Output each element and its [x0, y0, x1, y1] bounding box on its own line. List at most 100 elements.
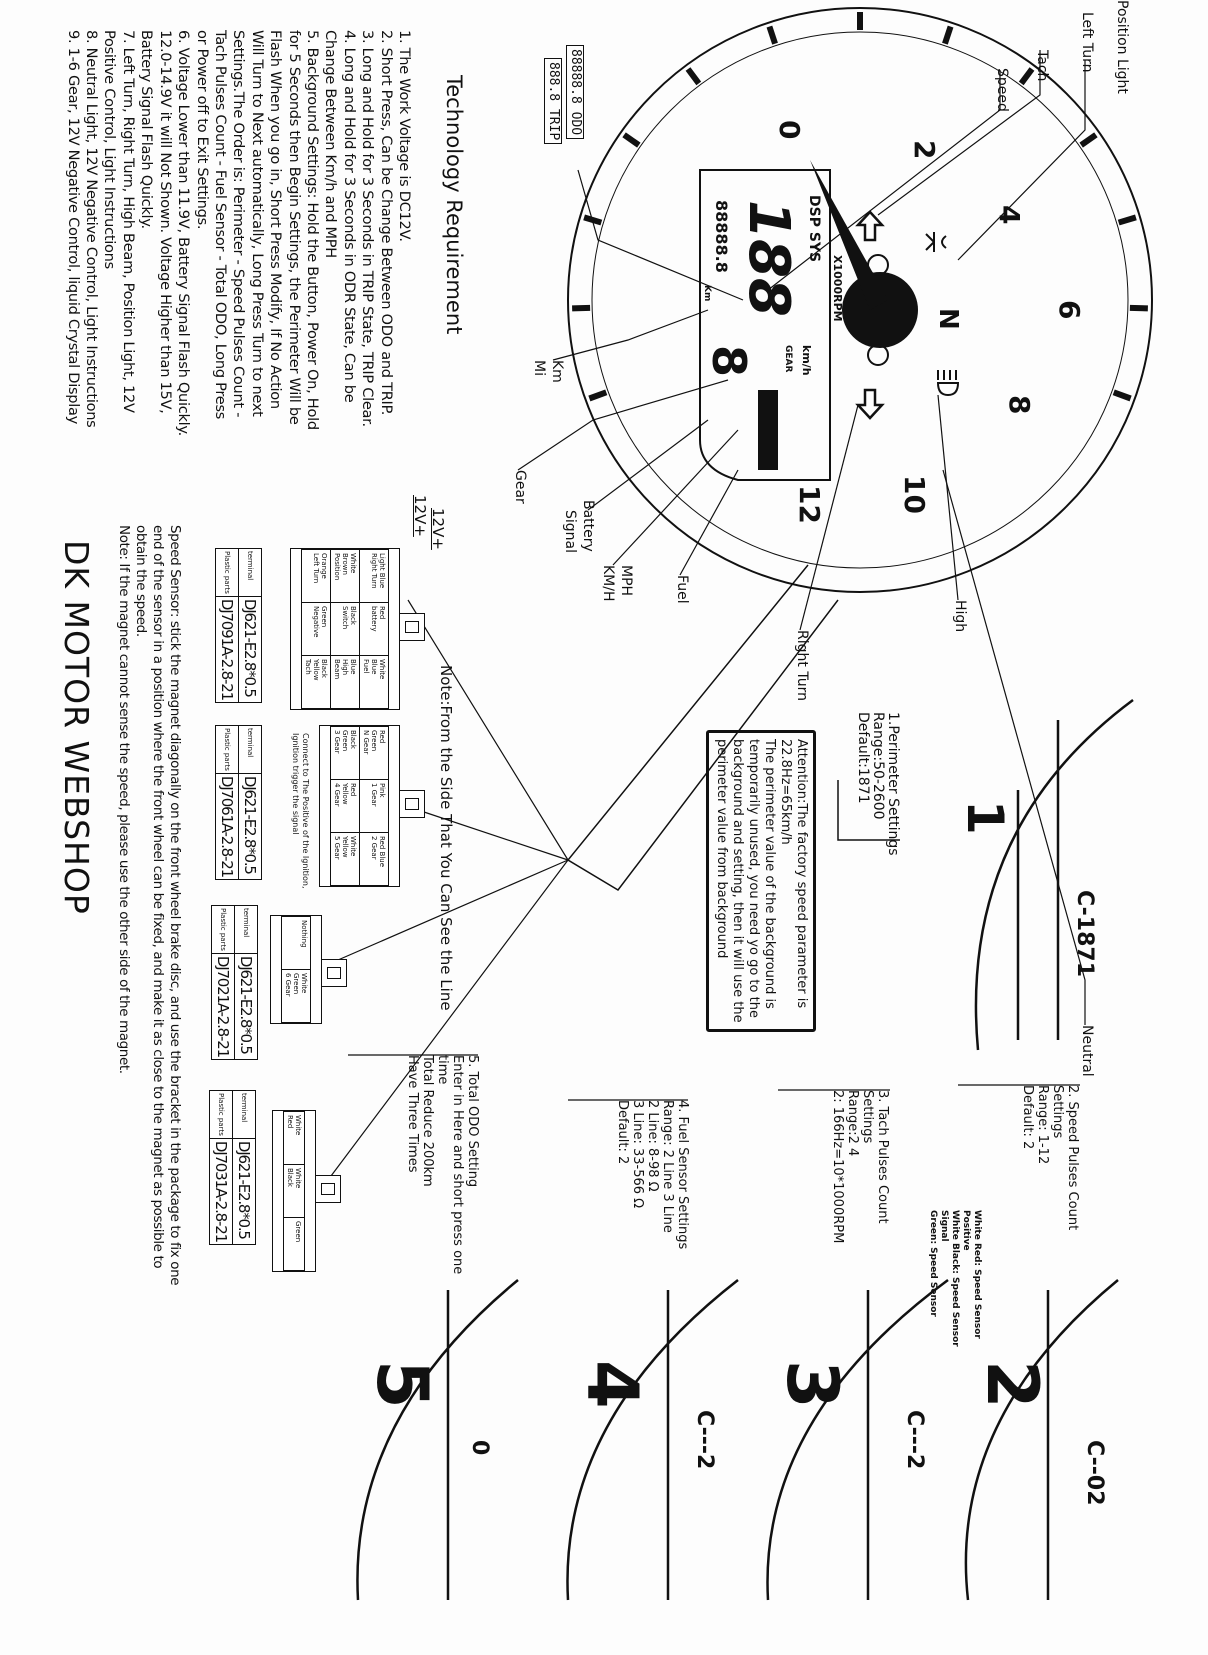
wire-label: N Gear [362, 730, 370, 755]
perimeter-display: C-1871 [1072, 890, 1097, 977]
tech-line: Change Between Km/h and MPH [322, 30, 340, 258]
ignition-note-line: Ignition trigger the signal [291, 733, 300, 835]
gauge-tick [685, 67, 702, 86]
wire-cell: Nothing [281, 916, 311, 970]
setting-line: 2 Line: 8-98 Ω [645, 1100, 660, 1192]
sensor-line: Speed Sensor: stick the magnet diagonall… [167, 525, 183, 1286]
gauge-tick [1079, 132, 1098, 148]
wire-label: Blue [349, 659, 357, 675]
ignition-note: Connect to The Positive of the Ignition,… [290, 733, 310, 908]
setting-line: Settings [1050, 1085, 1065, 1139]
fuel-digit: 4 [571, 1360, 653, 1409]
scale-10: 10 [898, 475, 931, 514]
scale-8: 8 [1003, 395, 1036, 414]
tach-pulses-digit: 3 [771, 1360, 853, 1409]
setting-line: 3. Tach Pulses Count [875, 1090, 890, 1224]
lcd-window [699, 169, 831, 481]
label-gear: Gear [512, 470, 528, 504]
spec-key: terminal [234, 905, 258, 954]
label-mph: MPH [618, 565, 634, 597]
spec-value: DJ7091A-2.8-21 [215, 596, 239, 703]
wire-label: 1 Gear [370, 783, 378, 807]
attention-box: Attention:The factory speed parameter is… [706, 730, 816, 1032]
left-turn-arrow-icon [855, 210, 885, 242]
wire-label: Switch [341, 606, 349, 630]
wire-label: Orange [320, 553, 328, 579]
lcd-gear: 8 [702, 345, 756, 377]
setting-line: 2: 166Hz=10*1000RPM [830, 1090, 845, 1244]
position-light-icon [925, 232, 947, 252]
wiring-note: Note:From the Side That You Can See the … [437, 665, 455, 1011]
gauge-tick [942, 25, 954, 45]
setting-line: Range: 2 Line 3 Line [660, 1100, 675, 1233]
spec-key: Plastic parts [211, 905, 235, 954]
tech-line: 3. Long and Hold for 3 Seconds in TRIP S… [359, 30, 377, 427]
setting-line: Settings [860, 1090, 875, 1144]
wire-label: 4 Gear [333, 783, 341, 807]
setting-line: Default: 2 [615, 1100, 630, 1165]
gauge-tick [1112, 389, 1132, 402]
wire-label: Beam [333, 659, 341, 680]
speed-pulses-fragment [964, 1279, 1119, 1601]
wire-label: Tach [304, 659, 312, 675]
spec-key: Plastic parts [215, 548, 239, 597]
wire-label: Red Blue [378, 836, 386, 868]
wire-label: White [294, 1168, 302, 1189]
setting-line: 3 Line: 33-566 Ω [630, 1100, 645, 1209]
gauge-tick [1129, 304, 1148, 312]
label-left-turn: Left Turn [1079, 12, 1095, 73]
wire-label: Position [333, 553, 341, 581]
speed-pulses-display: C--02 [1082, 1440, 1107, 1506]
wire-legend-line: Green: Speed Sensor [928, 1210, 938, 1317]
label-neutral: Neutral [1079, 1025, 1095, 1077]
tech-line: Tach Pulses Count - Fuel Sensor - Total … [211, 30, 229, 420]
lcd-gear-label: GEAR [783, 345, 793, 373]
attention-line: 22.8Hz=65km/h [778, 739, 793, 845]
wire-label: Red [378, 730, 386, 744]
label-battery: Battery [580, 500, 596, 552]
label-position-light: Position Light [1114, 0, 1130, 94]
label-km: Km [549, 360, 565, 383]
wire-label: Red [286, 1115, 294, 1129]
gauge-tick [583, 214, 603, 226]
wire-label: Yellow [341, 836, 349, 858]
wire-label: Black [349, 606, 357, 625]
wire-label: Black [320, 659, 328, 678]
gauge-tick [1117, 214, 1137, 226]
gauge-tick [766, 25, 778, 45]
tech-line: for 5 Seconds then Begin Settings, the P… [285, 30, 303, 425]
lcd-odo-unit: Km [702, 285, 712, 301]
needle-hub [842, 272, 918, 348]
ignition-note-line: Connect to The Positive of the Ignition, [301, 733, 310, 889]
connector-latch-icon [316, 1175, 341, 1203]
wire-label: Light Blue [378, 553, 386, 589]
wire-label: White [294, 1115, 302, 1136]
tech-line: or Power off to Exit Settings. [193, 30, 211, 230]
wire-label: 2 Gear [370, 836, 378, 860]
label-fuel: Fuel [674, 575, 690, 604]
wire-label: Black [349, 730, 357, 749]
wire-label: White [300, 973, 308, 994]
spec-value: DJ621-E2.8*0.5 [238, 596, 262, 703]
tech-line: Flash When you go in, Short Press Modify… [267, 30, 285, 409]
tech-line: Settings.The Order is: Perimeter - Speed… [230, 30, 248, 418]
wire-label: Green [292, 973, 300, 995]
needle [810, 160, 888, 310]
spec-value: DJ7031A-2.8-21 [209, 1138, 233, 1245]
wire-label: 3 Gear [333, 730, 341, 754]
label-kmh: KM/H [600, 565, 616, 602]
